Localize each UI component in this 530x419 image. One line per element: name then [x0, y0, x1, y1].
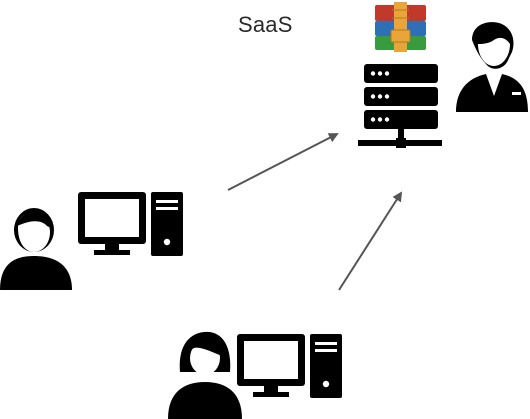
arrow-icon	[338, 191, 403, 291]
desktop-computer-icon	[78, 192, 183, 256]
male-user-icon	[0, 208, 72, 290]
desktop-computer-icon	[237, 334, 342, 398]
saas-label: SaaS	[238, 12, 293, 37]
winrar-archive-icon	[375, 2, 426, 52]
female-user-icon	[168, 331, 242, 419]
server-rack-icon	[358, 64, 442, 148]
arrow-icon	[227, 133, 339, 191]
business-person-icon	[456, 22, 528, 112]
